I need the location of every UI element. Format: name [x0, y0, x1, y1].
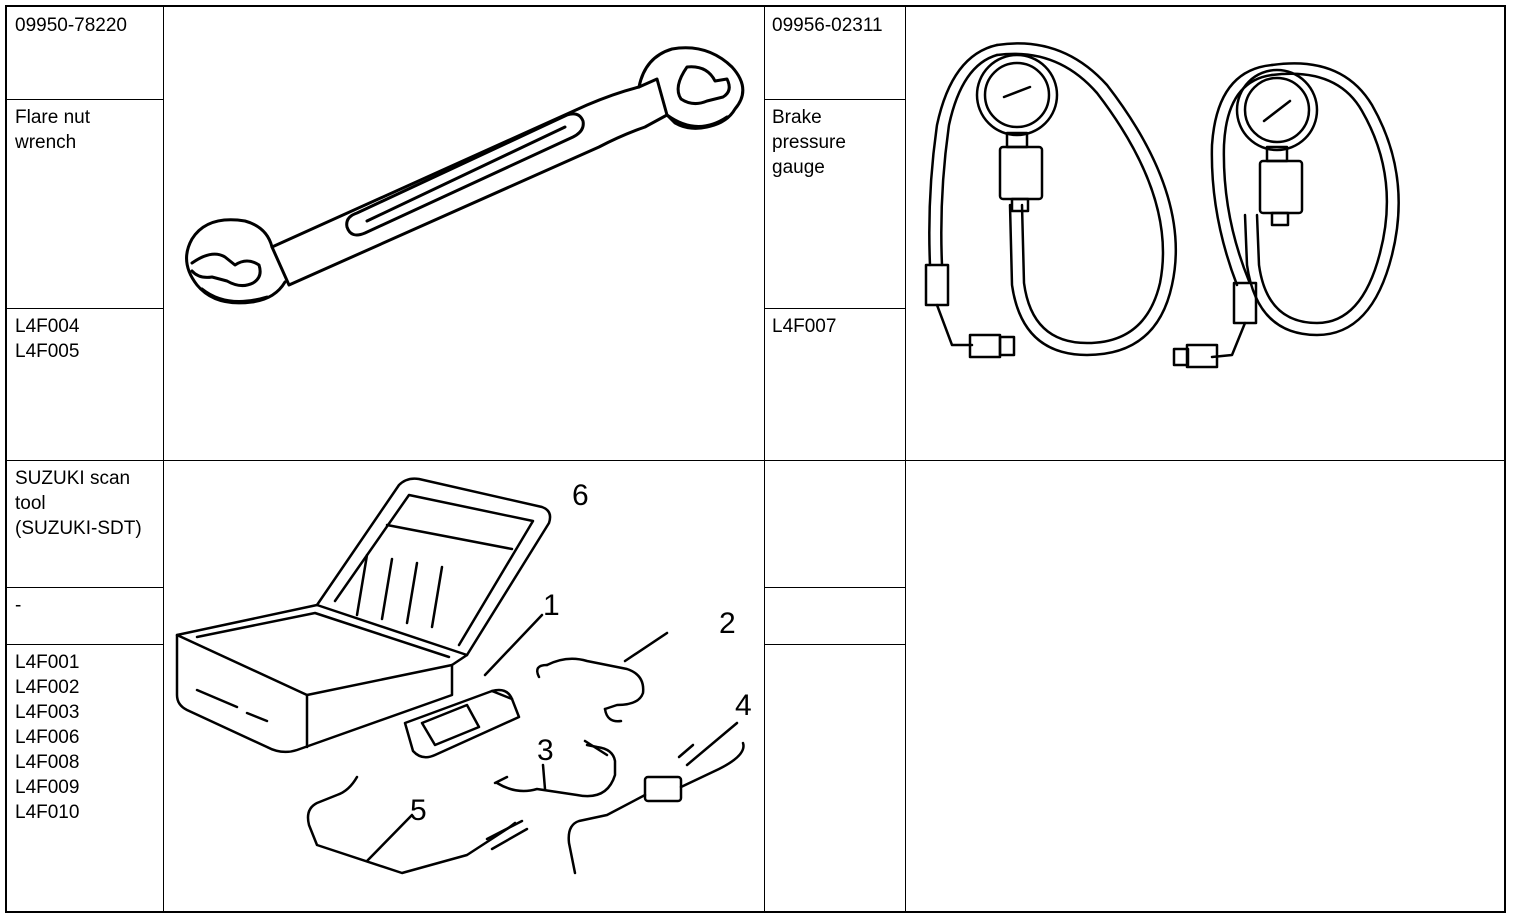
- callout-5: 5: [410, 794, 427, 827]
- grid-divider: [7, 460, 1504, 461]
- grid-divider: [7, 587, 164, 588]
- grid-divider: [7, 644, 164, 645]
- special-tools-table: 09950-78220 Flare nut wrench L4F004 L4F0…: [5, 5, 1506, 913]
- tool-name-cell: Flare nut wrench: [15, 107, 90, 153]
- grid-divider: [764, 644, 906, 645]
- callout-6: 6: [572, 479, 589, 512]
- reference-cell: -: [15, 595, 22, 616]
- grid-divider: [764, 587, 906, 588]
- brake-pressure-gauge-illustration: [924, 42, 1400, 369]
- grid-divider: [905, 7, 906, 911]
- grid-divider: [7, 99, 164, 100]
- code-list-cell: L4F004 L4F005: [15, 316, 80, 362]
- part-number-cell: 09956-02311: [772, 15, 883, 36]
- callout-1: 1: [543, 589, 560, 622]
- grid-divider: [764, 99, 906, 100]
- callout-2: 2: [719, 607, 736, 640]
- grid-divider: [163, 7, 164, 911]
- tool-name-cell: Brake pressure gauge: [772, 107, 846, 178]
- grid-divider: [764, 7, 765, 911]
- code-list-cell: L4F007: [772, 316, 837, 337]
- callout-labels: 2 1 3 4 5 6: [410, 479, 752, 827]
- tool-name-cell: SUZUKI scan tool (SUZUKI-SDT): [15, 468, 142, 539]
- code-list-cell: L4F001 L4F002 L4F003 L4F006 L4F008 L4F00…: [15, 652, 80, 823]
- callout-4: 4: [735, 689, 752, 722]
- suzuki-scan-tool-illustration: 2 1 3 4 5 6: [175, 477, 752, 875]
- part-number-cell: 09950-78220: [15, 15, 127, 36]
- callout-3: 3: [537, 734, 554, 767]
- grid-divider: [764, 308, 906, 309]
- grid-divider: [7, 308, 164, 309]
- flare-nut-wrench-illustration: [185, 46, 745, 305]
